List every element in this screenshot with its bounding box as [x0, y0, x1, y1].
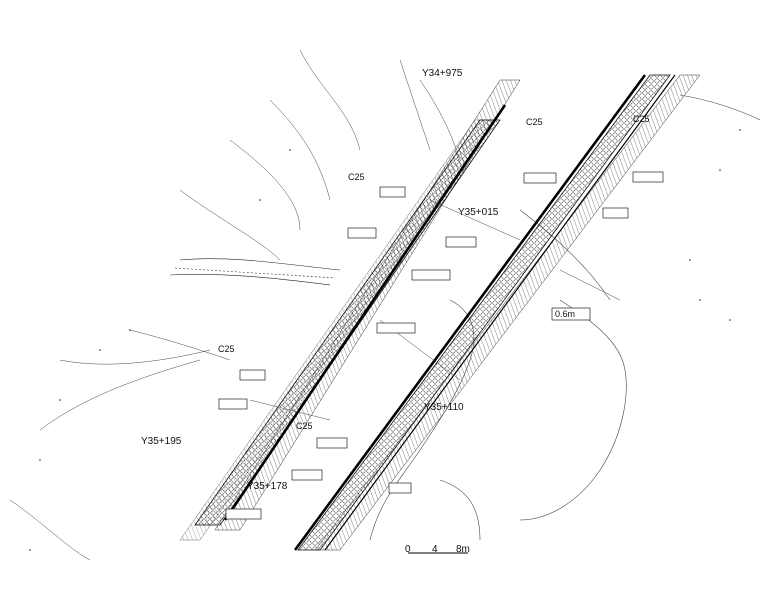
- scale-tick: 8m: [456, 544, 470, 555]
- material-label: C25: [633, 114, 650, 124]
- scale-bar: 0 4 8m: [405, 544, 470, 555]
- material-label: C25: [526, 117, 543, 127]
- ditch-left: [169, 258, 341, 286]
- scale-tick: 4: [432, 544, 438, 555]
- station-label: Y35+178: [247, 481, 288, 492]
- road-band-left: [179, 79, 521, 541]
- road-band-right: [293, 74, 701, 551]
- station-label: Y35+195: [141, 436, 182, 447]
- annotation-boxes: [218, 171, 664, 520]
- station-label: Y35+015: [458, 207, 499, 218]
- scale-tick: 0: [405, 544, 411, 555]
- material-label: C25: [348, 172, 365, 182]
- station-labels: Y34+975 Y35+015 Y35+195 Y35+178 Y35+110: [141, 68, 499, 492]
- survey-marks: [29, 129, 741, 551]
- note-label: 0.6m: [555, 309, 575, 319]
- material-label: C25: [218, 344, 235, 354]
- material-labels: C25 C25 C25 C25 C25: [218, 114, 650, 431]
- material-label: C25: [296, 421, 313, 431]
- station-label: Y35+110: [424, 402, 464, 413]
- station-label: Y34+975: [422, 68, 463, 79]
